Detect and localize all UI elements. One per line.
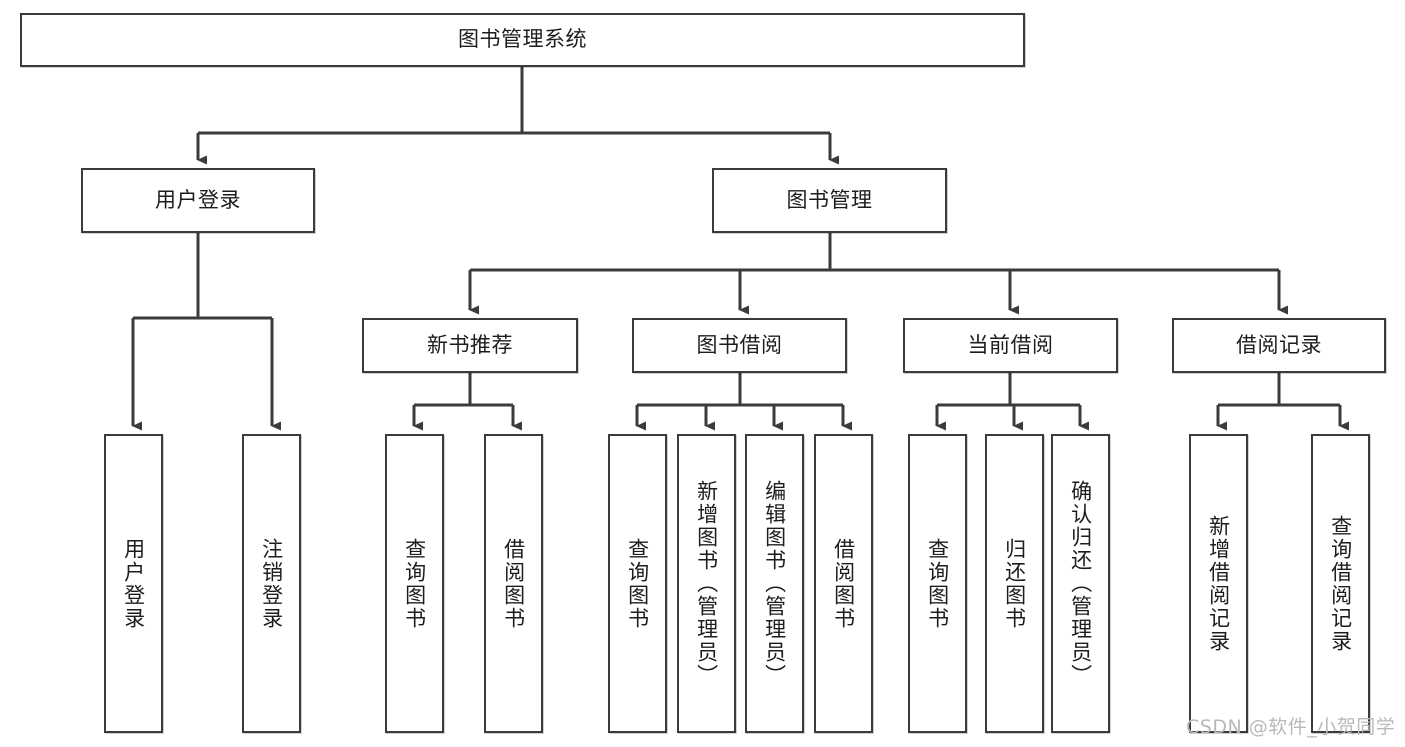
- node-book-borrow[interactable]: 图书借阅: [632, 318, 847, 373]
- node-leaf-return-book-label: 归还图书: [1002, 537, 1027, 630]
- node-leaf-add-record[interactable]: 新增借阅记录: [1189, 434, 1248, 733]
- node-borrow-record[interactable]: 借阅记录: [1172, 318, 1386, 373]
- node-leaf-borrow-book-label: 借阅图书: [831, 537, 856, 630]
- node-leaf-user-login[interactable]: 用户登录: [104, 434, 163, 733]
- node-leaf-add-record-label: 新增借阅记录: [1206, 514, 1231, 653]
- node-leaf-query-book-rec[interactable]: 查询图书: [385, 434, 444, 733]
- node-leaf-query-book-rec-label: 查询图书: [402, 537, 427, 630]
- node-leaf-add-book-label: 新增图书（管理员）: [694, 480, 719, 687]
- node-leaf-query-book-cur[interactable]: 查询图书: [908, 434, 967, 733]
- node-root[interactable]: 图书管理系统: [20, 13, 1025, 67]
- node-leaf-query-record[interactable]: 查询借阅记录: [1311, 434, 1370, 733]
- node-leaf-query-record-label: 查询借阅记录: [1328, 514, 1353, 653]
- node-current-borrow-label: 当前借阅: [967, 332, 1054, 357]
- node-leaf-user-logout[interactable]: 注销登录: [242, 434, 301, 733]
- node-leaf-borrow-book[interactable]: 借阅图书: [814, 434, 873, 733]
- node-book-borrow-label: 图书借阅: [696, 332, 783, 357]
- node-leaf-edit-book-label: 编辑图书（管理员）: [762, 480, 787, 687]
- node-new-book-rec[interactable]: 新书推荐: [362, 318, 578, 373]
- node-new-book-rec-label: 新书推荐: [427, 332, 513, 357]
- node-leaf-user-logout-label: 注销登录: [259, 537, 284, 630]
- node-leaf-user-login-label: 用户登录: [121, 537, 146, 630]
- node-leaf-query-book-borrow[interactable]: 查询图书: [608, 434, 667, 733]
- node-current-borrow[interactable]: 当前借阅: [903, 318, 1118, 373]
- node-leaf-add-book[interactable]: 新增图书（管理员）: [677, 434, 736, 733]
- node-leaf-confirm-return-label: 确认归还（管理员）: [1068, 480, 1093, 687]
- node-leaf-edit-book[interactable]: 编辑图书（管理员）: [745, 434, 804, 733]
- node-leaf-return-book[interactable]: 归还图书: [985, 434, 1044, 733]
- csdn-watermark: CSDN @软件_小贺同学: [1186, 716, 1396, 738]
- node-leaf-query-book-cur-label: 查询图书: [925, 537, 950, 630]
- node-book-manage-label: 图书管理: [786, 187, 873, 212]
- node-leaf-borrow-book-rec[interactable]: 借阅图书: [484, 434, 543, 733]
- node-borrow-record-label: 借阅记录: [1236, 332, 1322, 357]
- node-leaf-query-book-borrow-label: 查询图书: [625, 537, 650, 630]
- node-user-login[interactable]: 用户登录: [81, 168, 315, 233]
- node-book-manage[interactable]: 图书管理: [712, 168, 947, 233]
- node-leaf-borrow-book-rec-label: 借阅图书: [501, 537, 526, 630]
- node-leaf-confirm-return[interactable]: 确认归还（管理员）: [1051, 434, 1110, 733]
- node-root-label: 图书管理系统: [458, 27, 587, 52]
- node-user-login-label: 用户登录: [155, 187, 241, 212]
